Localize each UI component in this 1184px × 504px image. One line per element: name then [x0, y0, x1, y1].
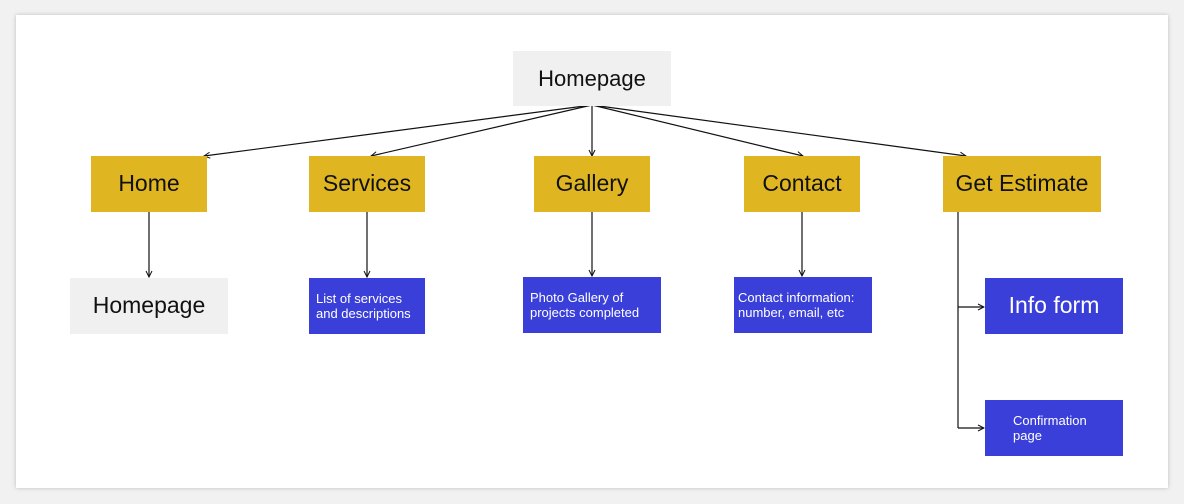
info-form-node: Info form [985, 278, 1123, 334]
photo-gallery-node: Photo Gallery of projects completed [523, 277, 661, 333]
get-estimate-node: Get Estimate [943, 156, 1101, 212]
confirmation-page-node: Confirmation page [985, 400, 1123, 456]
gallery-node: Gallery [534, 156, 650, 212]
homepage-child-node: Homepage [70, 278, 228, 334]
services-node: Services [309, 156, 425, 212]
contact-information-node: Contact information: number, email, etc [734, 277, 872, 333]
services-list-node: List of services and descriptions [309, 278, 425, 334]
home-node: Home [91, 156, 207, 212]
root-homepage-node: Homepage [513, 51, 671, 106]
contact-node: Contact [744, 156, 860, 212]
